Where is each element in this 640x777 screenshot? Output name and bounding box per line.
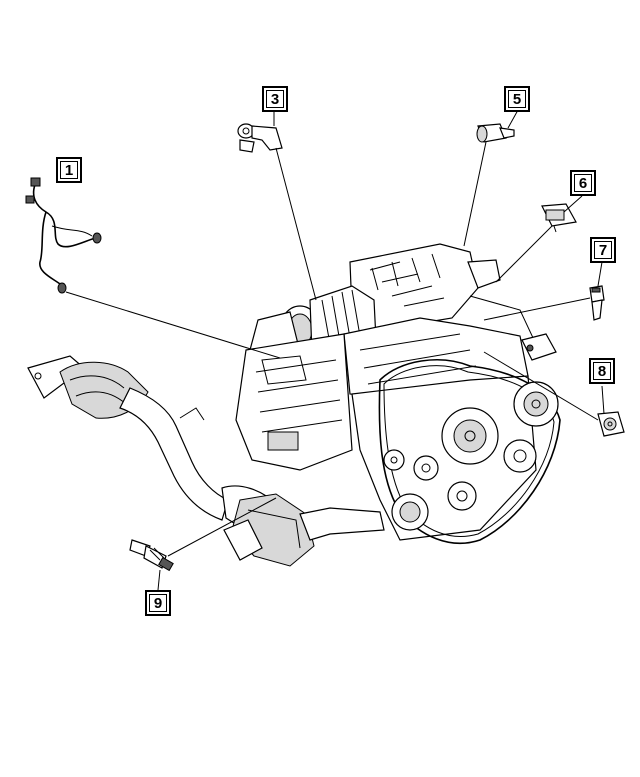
callout-1: 1 bbox=[56, 157, 82, 183]
callout-9: 9 bbox=[145, 590, 171, 616]
callout-8: 8 bbox=[589, 358, 615, 384]
cam-sensor-part bbox=[237, 123, 283, 153]
oil-pressure-sensor-part bbox=[541, 203, 577, 233]
callout-7: 7 bbox=[590, 237, 616, 263]
callout-5: 5 bbox=[504, 86, 530, 112]
leader-lines bbox=[65, 109, 605, 591]
callout-6: 6 bbox=[570, 170, 596, 196]
callout-3: 3 bbox=[262, 86, 288, 112]
wiring-harness-part bbox=[25, 177, 102, 294]
knock-sensor-part bbox=[597, 411, 625, 437]
exhaust-pipe bbox=[27, 355, 385, 567]
oxygen-sensor-part bbox=[129, 539, 174, 572]
engine-assembly bbox=[235, 243, 561, 545]
coolant-temp-sensor-part bbox=[589, 285, 605, 321]
map-sensor-part bbox=[476, 123, 515, 143]
